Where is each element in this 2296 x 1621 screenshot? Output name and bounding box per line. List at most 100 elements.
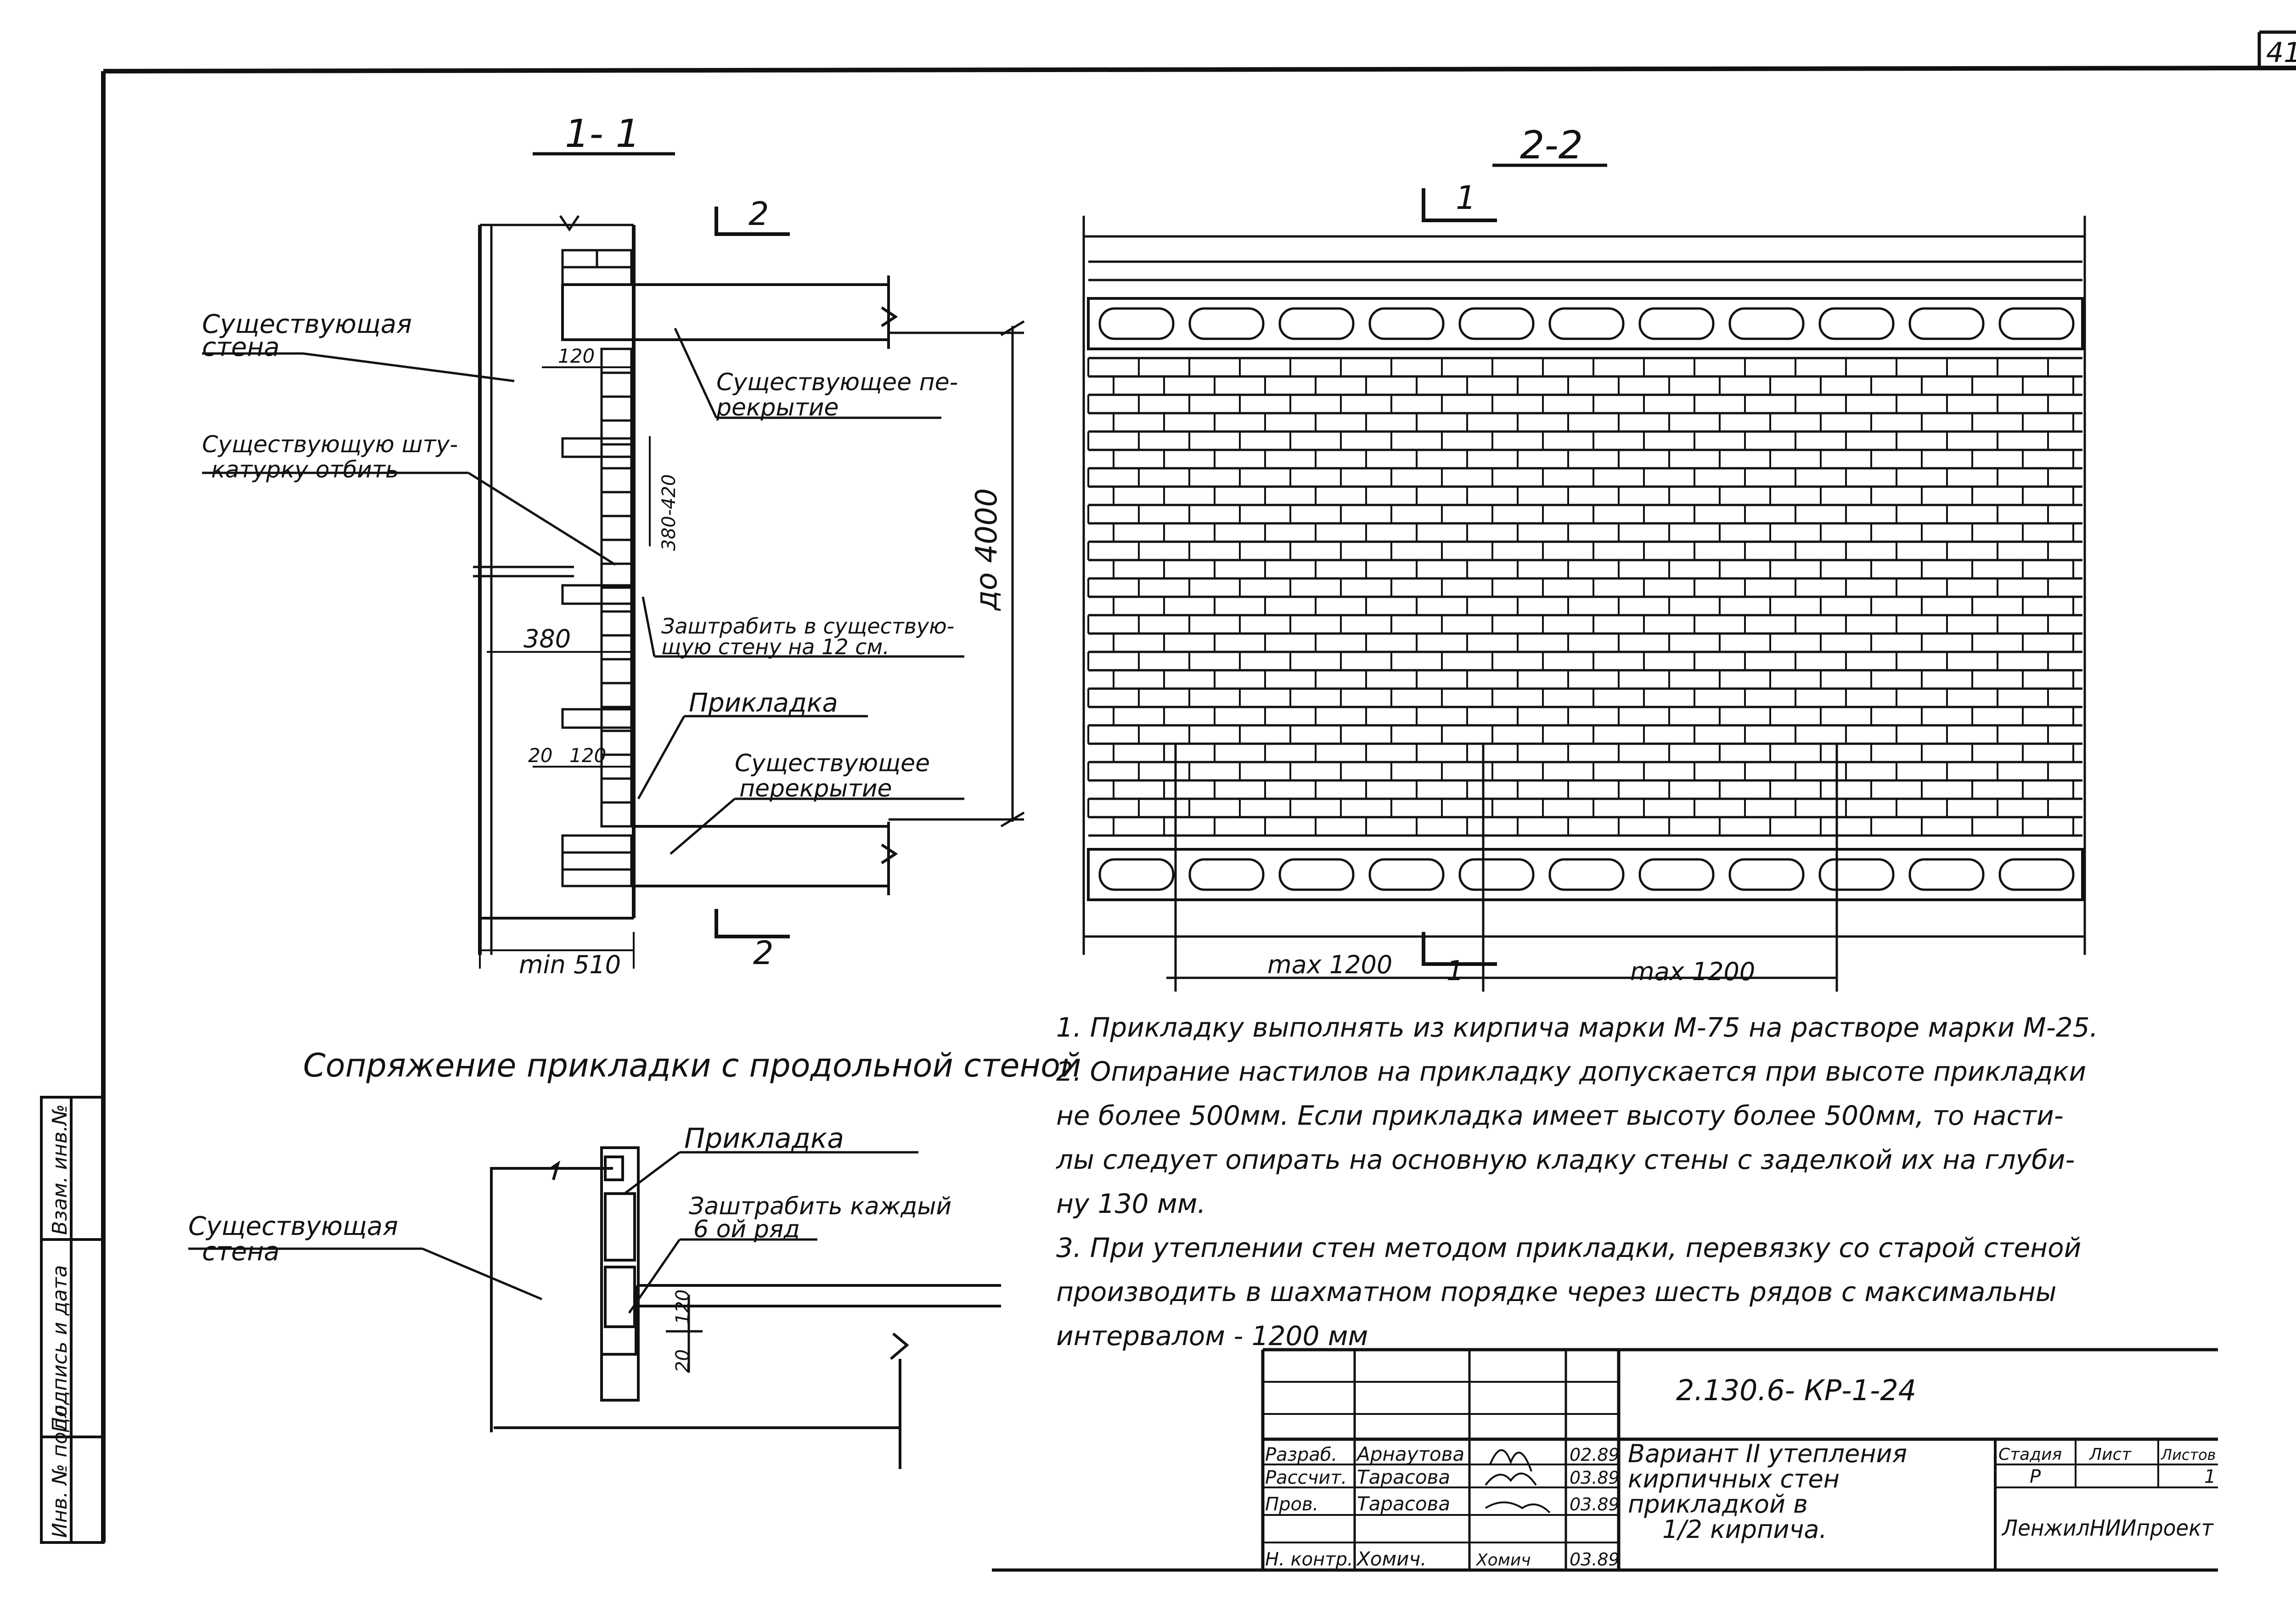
strip-label-inventory: Инв. № подл.: [48, 1398, 72, 1538]
description-0: Вариант II утепления: [1628, 1439, 1907, 1468]
floor-slab-band: [1087, 297, 2084, 350]
date-0: 02.89: [1570, 1445, 1620, 1465]
slab-hollow-core: [1638, 307, 1715, 340]
slab-hollow-core: [1188, 307, 1265, 340]
slab-hollow-core: [1548, 307, 1625, 340]
name-4: Хомич.: [1356, 1548, 1427, 1570]
label-pristroyka-1: Прикладка: [689, 688, 838, 718]
section-1-leaders: [202, 327, 964, 855]
junction-dim-120: 120: [672, 1290, 693, 1324]
description-3: 1/2 кирпича.: [1662, 1515, 1827, 1544]
title-block: [992, 1348, 2218, 1572]
slab-hollow-core: [1728, 307, 1805, 340]
section-2-2-title: 2-2: [1520, 123, 1583, 168]
note-2c: лы следует опирать на основную кладку ст…: [1056, 1144, 2075, 1175]
section-2-cut-bottom: 1: [1446, 955, 1464, 987]
doc-code: 2.130.6- КР-1-24: [1676, 1374, 1916, 1407]
strip-label-replace: Взам. инв.№: [48, 1104, 72, 1235]
slab-hollow-core: [1188, 858, 1265, 891]
label-existing-floor-top-b: рекрытие: [716, 394, 839, 421]
slab-hollow-core: [1818, 307, 1895, 340]
slab-hollow-core: [1098, 307, 1175, 340]
section-2-dims: [1082, 216, 2086, 992]
height-dimension: [889, 320, 1025, 828]
role-4: Н. контр.: [1265, 1549, 1353, 1570]
stage-header: Стадия: [1998, 1445, 2062, 1464]
section-1-1: 1- 1: [202, 111, 1025, 979]
dim-20: 20: [528, 744, 552, 767]
slab-hollow-core: [1278, 858, 1355, 891]
name-2: Тарасова: [1357, 1492, 1450, 1515]
junction-label-wall-b: стена: [202, 1237, 280, 1267]
name-0: Арнаутова: [1356, 1443, 1464, 1465]
dim-max-left: max 1200: [1267, 950, 1392, 979]
slab-hollow-core: [1098, 858, 1175, 891]
note-2d: ну 130 мм.: [1056, 1188, 1206, 1219]
sheet-number: 41: [2266, 37, 2296, 69]
slab-hollow-core: [1458, 307, 1535, 340]
slab-hollow-core: [1908, 858, 1985, 891]
junction-label-pristroyka: Прикладка: [684, 1122, 844, 1155]
label-existing-floor-bottom: Существующее: [735, 750, 930, 777]
role-1: Рассчит.: [1265, 1467, 1347, 1488]
role-2: Пров.: [1265, 1494, 1318, 1515]
slab-hollow-core: [1368, 858, 1445, 891]
binding-strip: [40, 1096, 105, 1544]
junction-detail: Сопряжение прикладки с продольной стеной: [188, 1047, 1081, 1469]
sig-4: Хомич: [1475, 1551, 1531, 1570]
veneer-bricks-1: [561, 249, 633, 887]
slab-hollow-core: [1278, 307, 1355, 340]
dim-380: 380: [523, 624, 571, 653]
date-2: 03.89: [1570, 1494, 1620, 1514]
date-4: 03.89: [1570, 1549, 1620, 1570]
date-1: 03.89: [1570, 1468, 1620, 1488]
description-1: кирпичных стен: [1628, 1464, 1840, 1493]
description-2: прикладкой в: [1628, 1490, 1808, 1519]
junction-label-anchor-b: 6 ой ряд: [693, 1216, 800, 1243]
sheet-value: 1: [2204, 1466, 2216, 1487]
note-2b: не более 500мм. Если прикладка имеет выс…: [1056, 1100, 2064, 1131]
slab-hollow-core: [1908, 307, 1985, 340]
section-1-cut-bottom: 2: [753, 934, 774, 972]
name-1: Тарасова: [1357, 1466, 1450, 1488]
note-3b: производить в шахматном порядке через ше…: [1056, 1276, 2057, 1307]
junction-dim-20: 20: [672, 1349, 693, 1373]
section-1-cut-marks: [715, 207, 790, 938]
dim-max-right: max 1200: [1630, 957, 1755, 986]
junction-title: Сопряжение прикладки с продольной стеной: [303, 1047, 1081, 1084]
slab-hollow-core: [1998, 858, 2075, 891]
role-0: Разраб.: [1265, 1444, 1337, 1465]
label-existing-wall-1b: стена: [202, 332, 280, 362]
section-2-cut-marks: [1422, 188, 1497, 966]
slab-hollow-core: [1728, 858, 1805, 891]
label-remove-plaster: Существующую шту-: [202, 431, 458, 458]
sheet-header: Лист: [2088, 1445, 2132, 1464]
slab-hollow-core: [1638, 858, 1715, 891]
sheets-header: Листов: [2161, 1446, 2216, 1464]
stage-value: Р: [2030, 1466, 2041, 1487]
dim-380-420: 380-420: [658, 474, 680, 551]
section-1-cut-top: 2: [748, 195, 769, 233]
slab-hollow-core: [1548, 858, 1625, 891]
dim-height: до 4000: [970, 488, 1004, 611]
junction-leaders: [188, 1151, 918, 1373]
floor-slab-band: [1087, 848, 2084, 901]
section-1-dims: [479, 366, 651, 969]
note-1: 1. Прикладку выполнять из кирпича марки …: [1056, 1012, 2098, 1043]
note-3: 3. При утеплении стен методом прикладки,…: [1056, 1232, 2082, 1263]
slab-hollow-core: [1998, 307, 2075, 340]
strip-label-signature: Подпись и дата: [48, 1265, 72, 1432]
junction-drawing: [490, 1146, 1001, 1469]
section-1-1-title: 1- 1: [565, 111, 640, 156]
section-2-cut-top: 1: [1456, 179, 1476, 217]
label-existing-floor-top: Существующее пе-: [716, 369, 958, 396]
dim-min-510: min 510: [519, 950, 621, 979]
floor-slabs-1: [561, 275, 898, 895]
junction-label-wall: Существующая: [188, 1212, 398, 1241]
junction-label-anchor: Заштрабить каждый: [689, 1193, 951, 1220]
label-anchor-1b: щую стену на 12 см.: [661, 634, 889, 659]
note-3c: интервалом - 1200 мм: [1056, 1320, 1368, 1352]
dim-120-bottom: 120: [569, 744, 606, 767]
label-existing-floor-bottom-b: перекрытие: [739, 775, 892, 802]
